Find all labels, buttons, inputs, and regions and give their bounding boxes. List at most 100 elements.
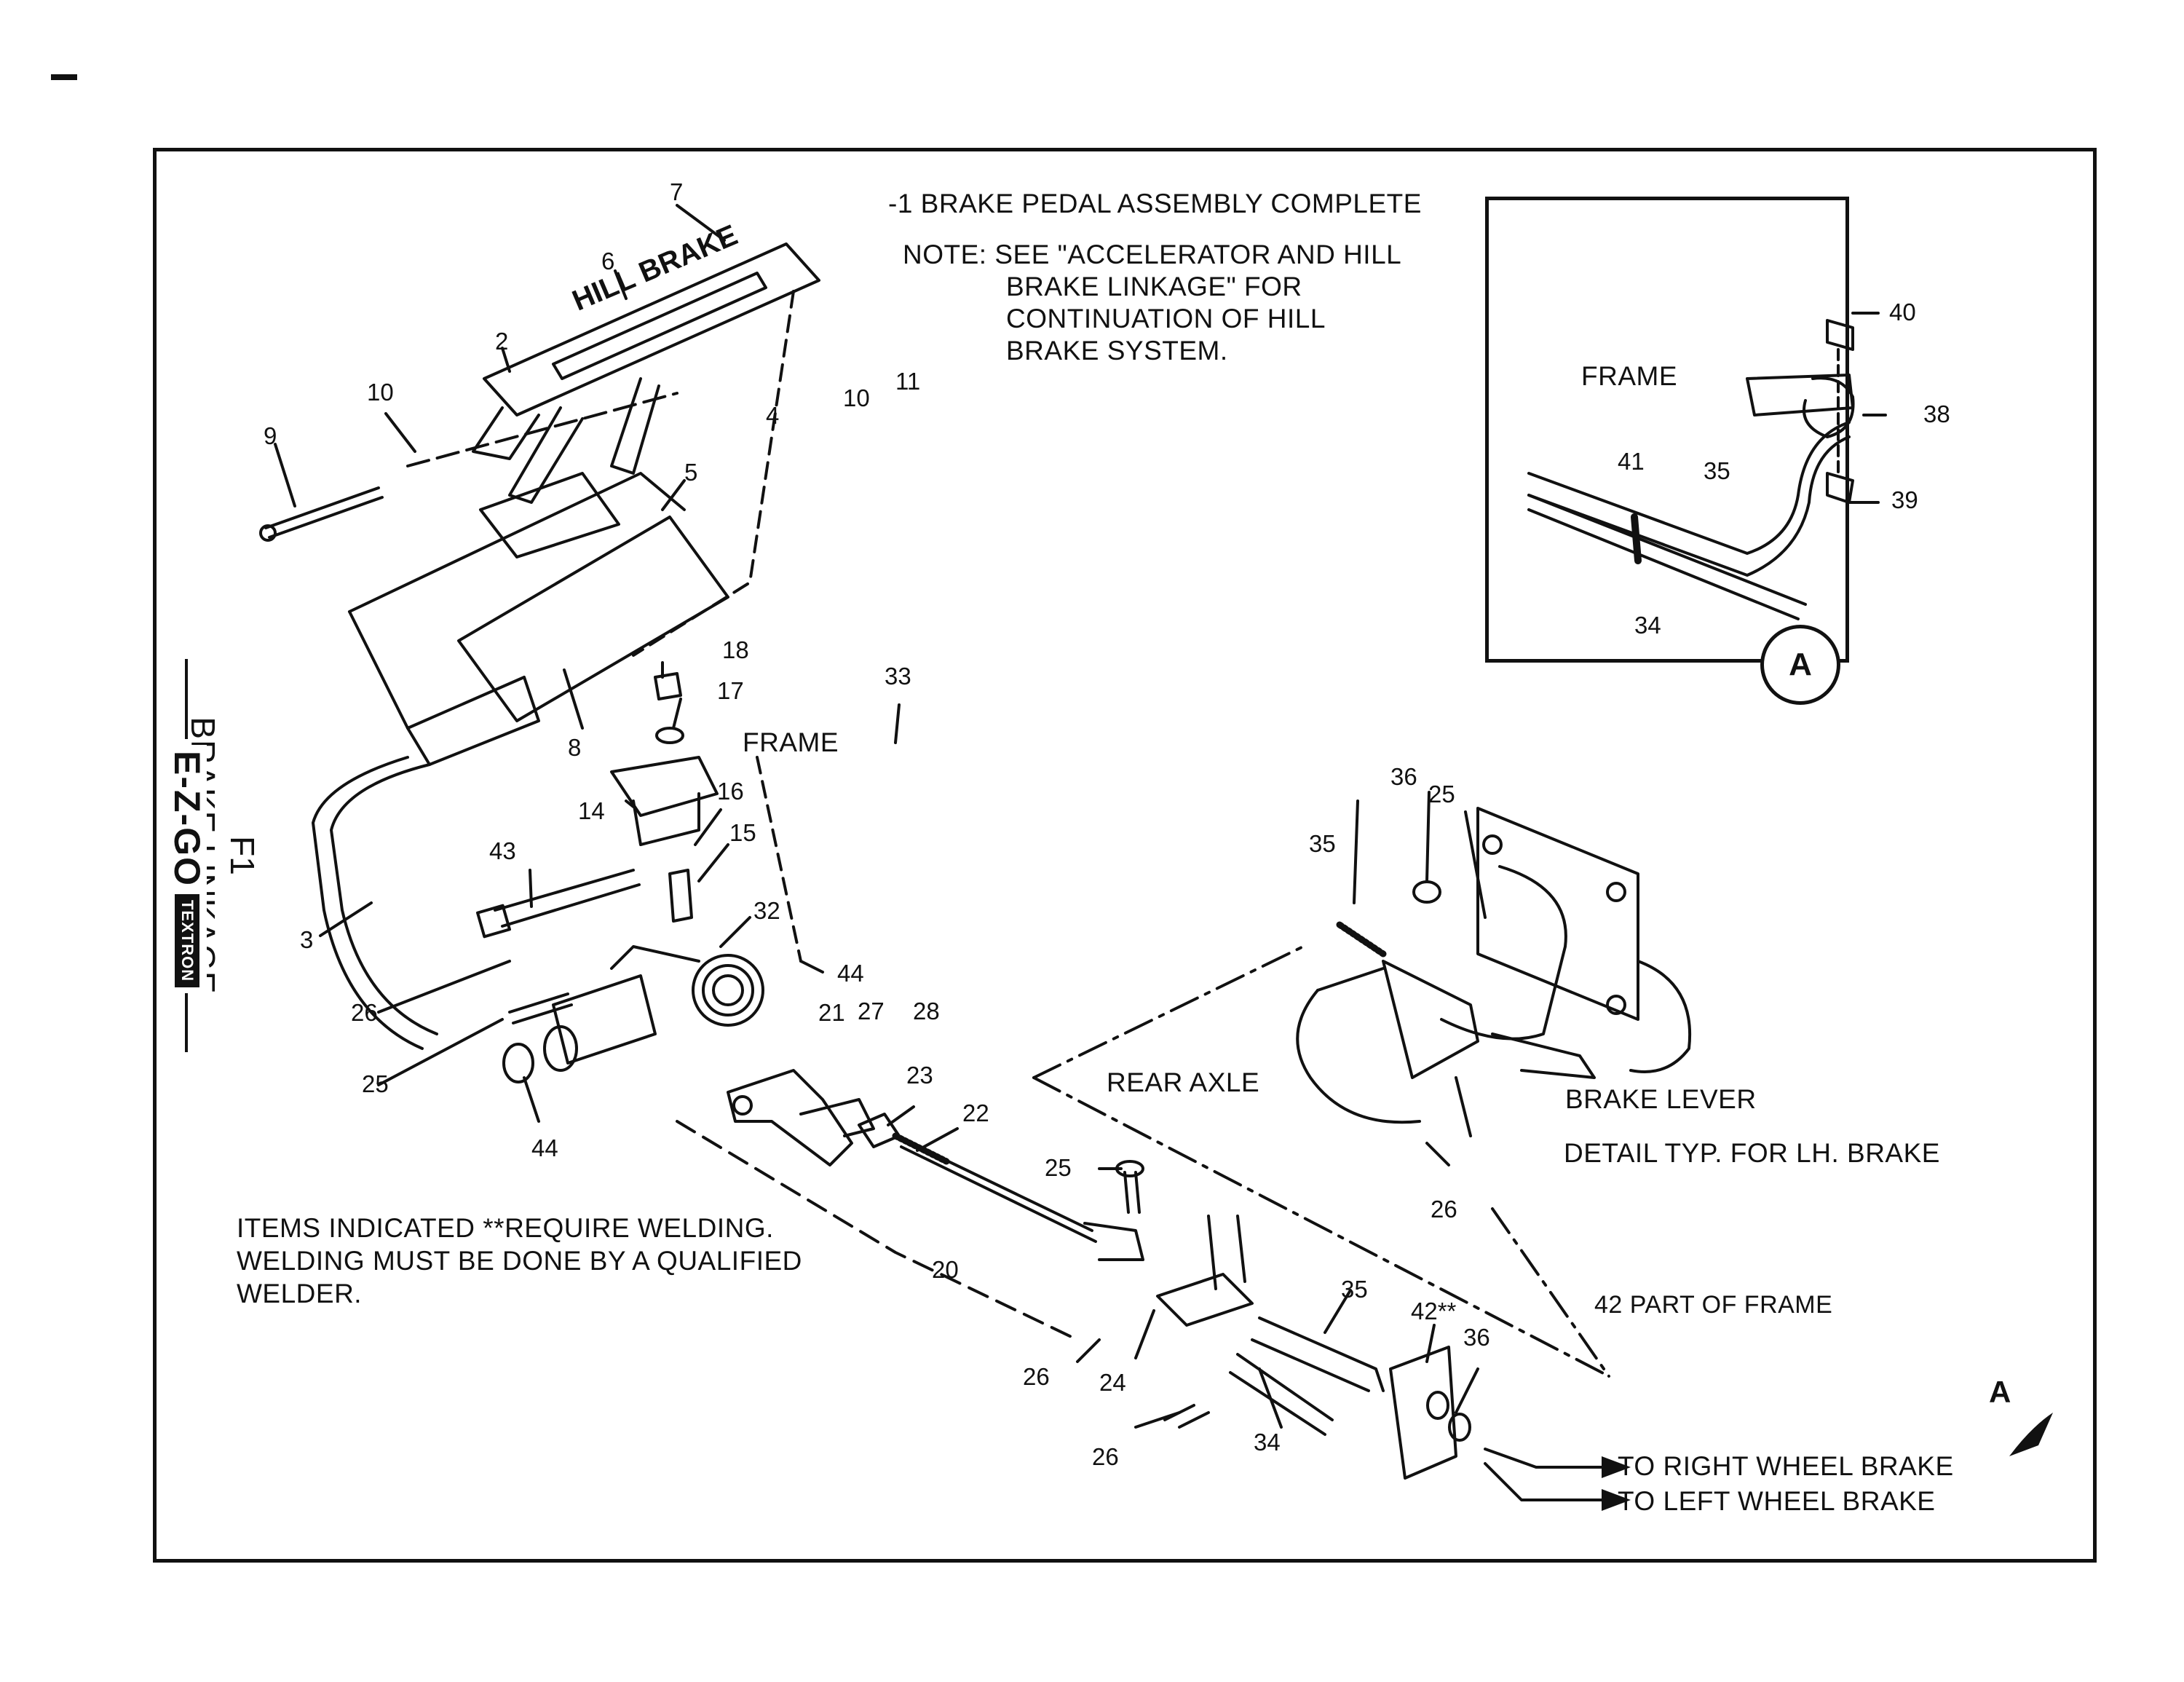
diagram-border bbox=[153, 148, 2097, 1563]
part-27: 27 bbox=[858, 998, 885, 1024]
pedal-arm-right bbox=[610, 377, 660, 475]
bushing-block bbox=[552, 974, 657, 1065]
part-43: 43 bbox=[489, 837, 516, 864]
part-32: 32 bbox=[753, 897, 780, 924]
detail-a-marker: A bbox=[1760, 625, 1840, 705]
part-26-center: 26 bbox=[1023, 1363, 1050, 1390]
part-41: 41 bbox=[1618, 448, 1645, 475]
welding-note-2: WELDING MUST BE DONE BY A QUALIFIED bbox=[237, 1246, 802, 1276]
part-10-right: 10 bbox=[843, 384, 870, 411]
part-20: 20 bbox=[932, 1256, 959, 1283]
cam-14 bbox=[610, 756, 719, 817]
view-a-arrow bbox=[2009, 1413, 2053, 1456]
mount-plate-bottom bbox=[348, 610, 526, 730]
view-a-label: A bbox=[1989, 1375, 2011, 1409]
part-33: 33 bbox=[885, 663, 911, 690]
note-line-3: CONTINUATION OF HILL bbox=[1006, 304, 1326, 333]
mount-plate-back bbox=[348, 472, 686, 613]
part-9: 9 bbox=[264, 422, 277, 449]
spring-coil bbox=[692, 954, 764, 1027]
part-28: 28 bbox=[913, 998, 940, 1024]
part-26-bottom: 26 bbox=[1092, 1443, 1119, 1470]
welding-note-1: ITEMS INDICATED **REQUIRE WELDING. bbox=[237, 1213, 774, 1243]
part-40: 40 bbox=[1889, 299, 1916, 325]
part-25-left: 25 bbox=[362, 1070, 389, 1097]
arrow-right-brake bbox=[1602, 1456, 1631, 1478]
inset-frame-label: FRAME bbox=[1581, 361, 1677, 391]
part-35-brake: 35 bbox=[1309, 830, 1336, 857]
part-24: 24 bbox=[1099, 1369, 1126, 1396]
part-25-brake: 25 bbox=[1428, 781, 1455, 808]
part-5: 5 bbox=[684, 459, 698, 486]
frame-tube bbox=[330, 763, 438, 1035]
equalizer-24 bbox=[1156, 1273, 1254, 1327]
mount-plate-outer bbox=[457, 516, 729, 722]
rear-axle-housing bbox=[1296, 989, 1421, 1124]
part-4: 4 bbox=[766, 402, 780, 429]
pedal-bracket bbox=[479, 472, 620, 558]
part-2: 2 bbox=[495, 328, 509, 355]
part-36-brake: 36 bbox=[1390, 763, 1417, 790]
part-22: 22 bbox=[962, 1099, 989, 1126]
to-left-wheel-label: TO LEFT WHEEL BRAKE bbox=[1618, 1486, 1936, 1516]
part-7: 7 bbox=[670, 178, 684, 205]
part-26-brake: 26 bbox=[1431, 1196, 1457, 1223]
cable-34 bbox=[1229, 1353, 1334, 1436]
note-line-1: NOTE: SEE "ACCELERATOR AND HILL bbox=[903, 240, 1402, 269]
pedal-pad bbox=[472, 242, 820, 460]
part-10-left: 10 bbox=[367, 379, 394, 406]
welding-note-3: WELDER. bbox=[237, 1279, 363, 1308]
pedal-arm-left bbox=[508, 406, 584, 504]
part-11: 11 bbox=[895, 368, 921, 395]
part-8: 8 bbox=[568, 734, 582, 761]
part-26-left: 26 bbox=[351, 999, 378, 1026]
part-34-cable: 34 bbox=[1254, 1429, 1281, 1456]
brake-drum bbox=[1440, 865, 1567, 1041]
part-6: 6 bbox=[601, 248, 615, 275]
part-15: 15 bbox=[729, 819, 756, 846]
clevis bbox=[1083, 1222, 1144, 1261]
part-35-inset: 35 bbox=[1704, 457, 1730, 484]
bolt-43 bbox=[494, 869, 641, 928]
brake-lever bbox=[1382, 960, 1479, 1079]
note-line-2: BRAKE LINKAGE" FOR bbox=[1006, 272, 1302, 301]
part-44-right: 44 bbox=[837, 960, 864, 987]
inset-drawing bbox=[1527, 312, 1887, 620]
brake-lever-label: BRAKE LEVER bbox=[1565, 1084, 1757, 1114]
to-right-wheel-label: TO RIGHT WHEEL BRAKE bbox=[1618, 1451, 1954, 1481]
dash-line-20 bbox=[676, 1120, 1079, 1341]
part-36-bracket: 36 bbox=[1463, 1324, 1490, 1351]
assembly-note: -1 BRAKE PEDAL ASSEMBLY COMPLETE bbox=[888, 189, 1422, 218]
part-3: 3 bbox=[300, 926, 314, 953]
part-17: 17 bbox=[717, 677, 744, 704]
detail-a-inset bbox=[1485, 197, 1849, 663]
dash-line-4 bbox=[632, 290, 795, 657]
part-25-center: 25 bbox=[1045, 1154, 1072, 1181]
frame-label: FRAME bbox=[743, 727, 839, 757]
part-23: 23 bbox=[906, 1062, 933, 1089]
part-21: 21 bbox=[818, 999, 845, 1026]
part-34-inset: 34 bbox=[1634, 612, 1661, 639]
page-tick-mark bbox=[51, 74, 77, 80]
note-line-4: BRAKE SYSTEM. bbox=[1006, 336, 1228, 366]
frame-dashdot bbox=[1032, 1076, 1610, 1378]
part-16: 16 bbox=[717, 778, 744, 805]
nut-18 bbox=[654, 672, 682, 700]
pivot-pin bbox=[264, 486, 384, 539]
part-14: 14 bbox=[578, 797, 605, 824]
lever-21 bbox=[727, 1069, 853, 1166]
part-42: 42** bbox=[1411, 1298, 1457, 1324]
cable-35 bbox=[1251, 1316, 1385, 1392]
part-39: 39 bbox=[1891, 486, 1918, 513]
rear-axle-label: REAR AXLE bbox=[1107, 1067, 1260, 1097]
part-35-cable: 35 bbox=[1341, 1276, 1368, 1303]
arrow-left-brake bbox=[1602, 1489, 1631, 1511]
part-18: 18 bbox=[722, 636, 749, 663]
part-44-left: 44 bbox=[531, 1134, 558, 1161]
backing-plate bbox=[1476, 807, 1639, 1021]
bushing-44 bbox=[502, 1043, 534, 1083]
detail-typ-note: DETAIL TYP. FOR LH. BRAKE bbox=[1564, 1138, 1940, 1168]
part-of-frame-note: 42 PART OF FRAME bbox=[1594, 1291, 1833, 1319]
